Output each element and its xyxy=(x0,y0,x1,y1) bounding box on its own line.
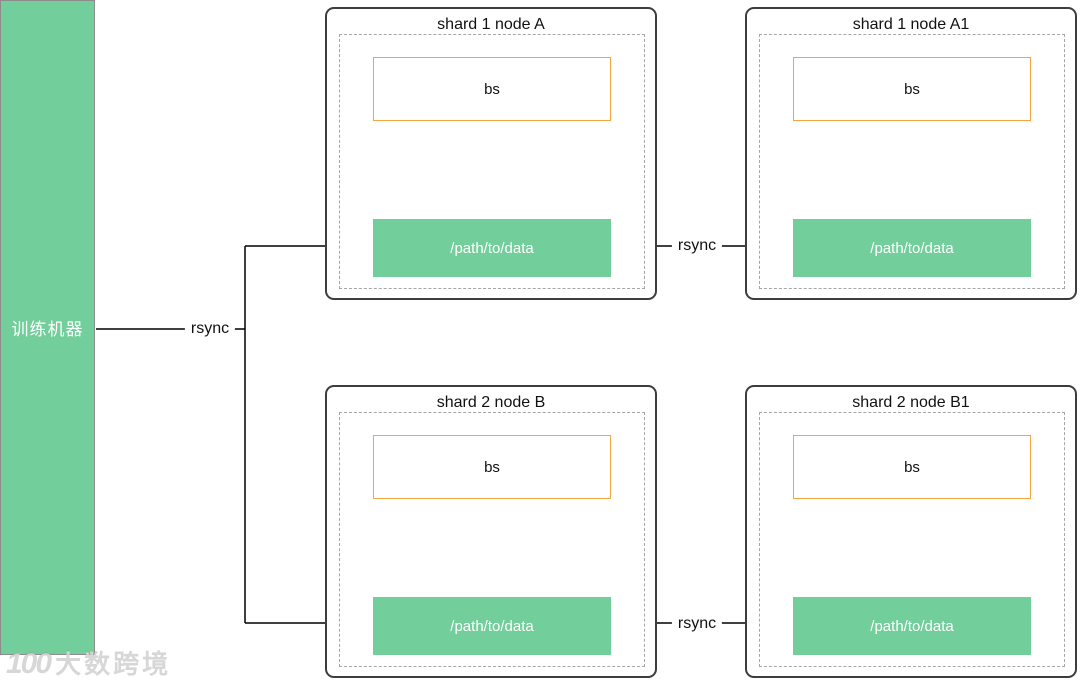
node-inner-region: bs /path/to/data xyxy=(339,412,645,667)
rsync-label-source: rsync xyxy=(184,320,236,338)
node-title: shard 1 node A xyxy=(437,16,545,33)
bs-box: bs xyxy=(793,435,1031,499)
training-machine-label: 训练机器 xyxy=(11,320,84,339)
watermark-text: 大数跨境 xyxy=(55,649,172,679)
node-inner-region: bs /path/to/data xyxy=(339,34,645,289)
data-path-box: /path/to/data xyxy=(793,597,1031,655)
node-title: shard 1 node A1 xyxy=(852,16,970,33)
data-path-box: /path/to/data xyxy=(793,219,1031,277)
node-shard2-b: shard 2 node B bs /path/to/data xyxy=(325,385,657,678)
node-inner-region: bs /path/to/data xyxy=(759,412,1065,667)
node-shard1-a1: shard 1 node A1 bs /path/to/data xyxy=(745,7,1077,300)
bs-box: bs xyxy=(373,435,611,499)
rsync-label-shard1: rsync xyxy=(671,237,723,255)
bs-box: bs xyxy=(793,57,1031,121)
training-machine-bar: 训练机器 xyxy=(0,0,95,655)
node-title: shard 2 node B1 xyxy=(852,394,970,411)
watermark: 100 大数跨境 xyxy=(6,644,171,681)
node-shard2-b1: shard 2 node B1 bs /path/to/data xyxy=(745,385,1077,678)
data-path-box: /path/to/data xyxy=(373,597,611,655)
bs-box: bs xyxy=(373,57,611,121)
rsync-label-shard2: rsync xyxy=(671,615,723,633)
node-title: shard 2 node B xyxy=(436,394,546,411)
node-inner-region: bs /path/to/data xyxy=(759,34,1065,289)
data-path-box: /path/to/data xyxy=(373,219,611,277)
watermark-logo-icon: 100 xyxy=(6,647,52,680)
node-shard1-a: shard 1 node A bs /path/to/data xyxy=(325,7,657,300)
